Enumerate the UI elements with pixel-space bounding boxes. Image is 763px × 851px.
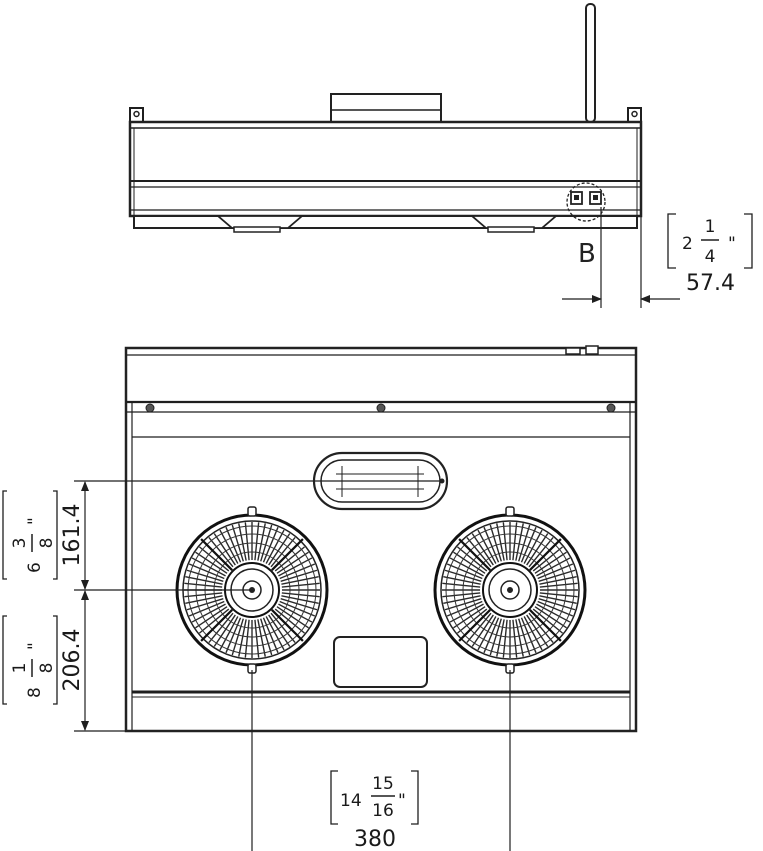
duct-collar bbox=[330, 93, 442, 123]
spacing-inches-denominator: 16 bbox=[372, 801, 394, 821]
depth-dimension: 2 1 4 " 57.4 bbox=[562, 207, 753, 308]
front-elevation-view: B bbox=[128, 3, 643, 269]
top-control-right bbox=[585, 345, 599, 355]
bottom-plan-view bbox=[124, 345, 638, 733]
depth-inches-numerator: 1 bbox=[705, 217, 716, 237]
vertical-dimensions: 6 3 8 " 161.4 8 1 8 " 206.4 bbox=[2, 480, 442, 732]
top-control-left bbox=[565, 347, 581, 355]
spacing-inches-numerator: 15 bbox=[372, 774, 394, 794]
depth-inch-mark: " bbox=[728, 234, 736, 254]
depth-inches-whole: 2 bbox=[682, 234, 693, 254]
upper-inch-mark: " bbox=[25, 517, 45, 525]
lower-mm: 206.4 bbox=[60, 629, 85, 692]
fan-foot-right bbox=[469, 215, 559, 229]
access-plate bbox=[333, 636, 428, 688]
depth-inches-denominator: 4 bbox=[705, 247, 716, 267]
spacing-inches-whole: 14 bbox=[340, 791, 362, 811]
screw-center bbox=[376, 403, 386, 413]
upper-inches-numerator: 3 bbox=[10, 538, 30, 549]
upper-mm: 161.4 bbox=[60, 504, 85, 567]
mounting-tab-right bbox=[627, 107, 642, 122]
detail-callout-circle bbox=[566, 182, 606, 222]
bottom-rail bbox=[133, 215, 638, 229]
depth-mm: 57.4 bbox=[686, 271, 735, 296]
mounting-tab-left bbox=[129, 107, 144, 122]
upper-inches-whole: 6 bbox=[25, 562, 45, 573]
lower-inch-mark: " bbox=[25, 642, 45, 650]
screw-right bbox=[606, 403, 616, 413]
lower-inches-whole: 8 bbox=[25, 687, 45, 698]
fan-grille-right bbox=[433, 506, 587, 674]
lower-inches-denominator: 8 bbox=[37, 663, 57, 674]
hood-body bbox=[128, 120, 643, 218]
fan-foot-left bbox=[215, 215, 305, 229]
screw-left bbox=[145, 403, 155, 413]
vent-pipe bbox=[585, 3, 596, 123]
lower-inches-numerator: 1 bbox=[10, 663, 30, 674]
fan-spacing-dimension: 14 15 16 " 380 bbox=[251, 670, 511, 851]
upper-inches-denominator: 8 bbox=[37, 538, 57, 549]
callout-label: B bbox=[578, 239, 596, 269]
spacing-inch-mark: " bbox=[398, 791, 406, 811]
spacing-mm: 380 bbox=[354, 827, 396, 851]
